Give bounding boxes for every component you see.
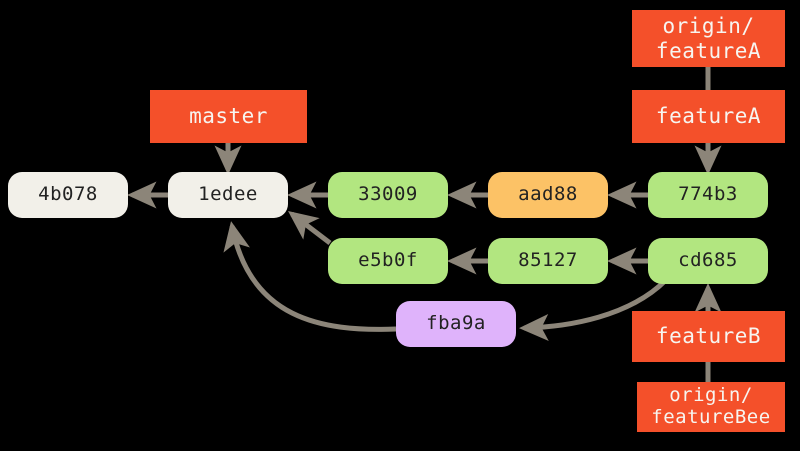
commit-node-4b078[interactable]: 4b078 (8, 172, 128, 218)
ref-origin-featureBee[interactable]: origin/ featureBee (637, 382, 785, 432)
commit-label: cd685 (678, 249, 738, 272)
ref-master[interactable]: master (150, 90, 307, 143)
ref-label: featureA (655, 104, 762, 129)
commit-label: aad88 (518, 183, 578, 206)
edge-e5b0f-to-1edee (288, 210, 332, 245)
commit-node-aad88[interactable]: aad88 (488, 172, 608, 218)
commit-label: 33009 (358, 183, 418, 206)
ref-label: master (189, 104, 268, 129)
ref-featureB[interactable]: featureB (632, 311, 785, 362)
ref-label: origin/ featureA (655, 14, 762, 63)
commit-label: 774b3 (678, 183, 738, 206)
commit-node-85127[interactable]: 85127 (488, 238, 608, 284)
commit-label: fba9a (426, 312, 486, 335)
ref-label: featureB (655, 324, 762, 349)
commit-node-fba9a[interactable]: fba9a (396, 301, 516, 347)
ref-origin-featureA[interactable]: origin/ featureA (632, 10, 785, 67)
commit-label: 85127 (518, 249, 578, 272)
commit-node-1edee[interactable]: 1edee (168, 172, 288, 218)
commit-node-cd685[interactable]: cd685 (648, 238, 768, 284)
commit-node-774b3[interactable]: 774b3 (648, 172, 768, 218)
ref-featureA[interactable]: featureA (632, 90, 785, 143)
ref-label: origin/ featureBee (651, 384, 771, 428)
commit-label: 1edee (198, 183, 258, 206)
commit-node-e5b0f[interactable]: e5b0f (328, 238, 448, 284)
commit-label: 4b078 (38, 183, 98, 206)
commit-label: e5b0f (358, 249, 418, 272)
commit-node-33009[interactable]: 33009 (328, 172, 448, 218)
